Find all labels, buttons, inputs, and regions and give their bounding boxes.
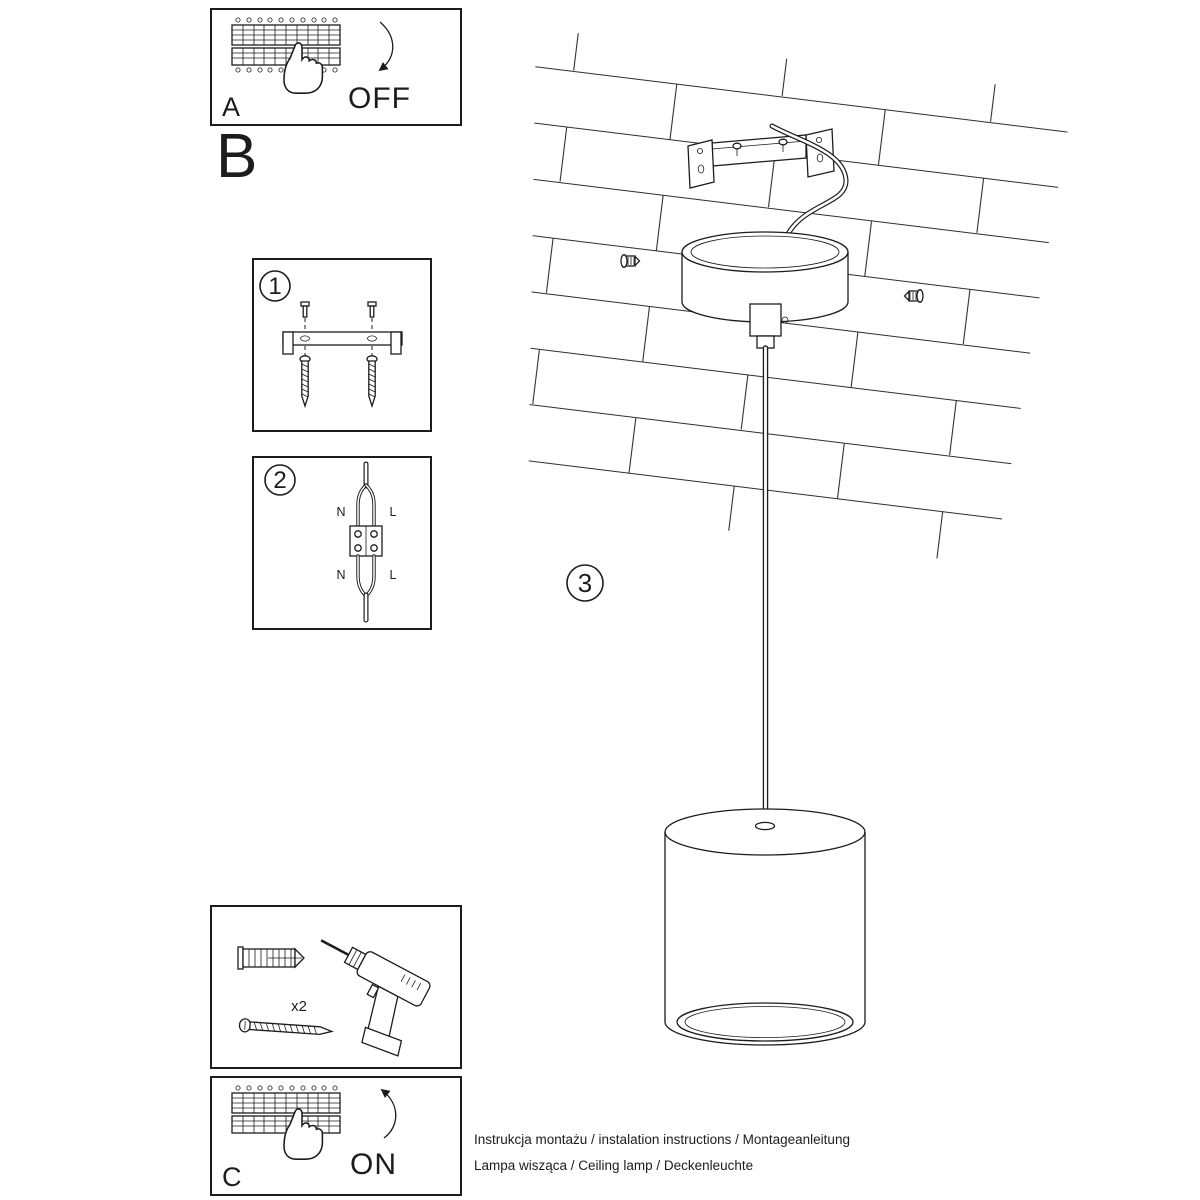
pointing-hand-icon (283, 42, 324, 94)
step-1-illustration: 1 (259, 270, 403, 409)
step-1-badge (259, 270, 291, 302)
off-label: OFF (348, 82, 411, 115)
wire-label-n-top: N (336, 505, 345, 519)
step-b-label: B (216, 122, 258, 191)
step-c-label: C (222, 1162, 242, 1192)
tools-illustration: x2 (237, 939, 431, 1057)
off-arrow-icon (378, 21, 394, 72)
step-2-illustration: 2 N L N L (264, 461, 397, 623)
mounting-bracket-icon (687, 128, 835, 189)
step-a-box: OFF A (210, 8, 462, 126)
bracket-screw-icon (732, 138, 788, 156)
wire-label-l-bottom: L (390, 568, 397, 582)
wall-plug-icon (237, 946, 305, 970)
step-2-number: 2 (273, 467, 286, 494)
wire-connector-icon (349, 461, 383, 623)
canopy-icon (681, 231, 849, 349)
pointing-hand-icon (283, 1108, 324, 1160)
step-c-illustration: ON C (222, 1085, 397, 1192)
step-2-box: 2 N L N L (252, 456, 432, 630)
mounting-screw-icon (238, 1018, 334, 1036)
wire-label-n-bottom: N (336, 568, 345, 582)
step-c-box: ON C (210, 1076, 462, 1196)
drill-icon (320, 939, 431, 1057)
on-arrow-icon (380, 1088, 397, 1139)
step-a-label: A (222, 92, 240, 122)
side-screw-left-icon (620, 254, 641, 268)
machine-screw-icon (300, 301, 377, 318)
step-3-badge (566, 564, 604, 602)
mounting-bracket-icon (282, 331, 403, 355)
step-1-number: 1 (268, 273, 281, 300)
anchor-quantity-label: x2 (291, 998, 307, 1015)
step-2-badge (264, 464, 296, 496)
ceiling-cable (769, 123, 849, 245)
lampshade-icon (664, 808, 866, 1046)
side-screw-right-icon (903, 289, 924, 303)
on-label: ON (350, 1148, 397, 1181)
caption-line-1: Instrukcja montażu / instalation instruc… (474, 1132, 850, 1147)
circuit-breaker-panel-icon (231, 1085, 341, 1134)
wood-screw-icon (299, 355, 378, 409)
wire-label-l-top: L (390, 505, 397, 519)
tools-box: x2 (210, 905, 462, 1069)
step-3-number: 3 (578, 568, 592, 598)
caption-block: Instrukcja montażu / instalation instruc… (474, 1127, 850, 1179)
step-a-illustration: OFF A (222, 17, 411, 122)
step-1-box: 1 (252, 258, 432, 432)
caption-line-2: Lampa wisząca / Ceiling lamp / Deckenleu… (474, 1158, 754, 1173)
